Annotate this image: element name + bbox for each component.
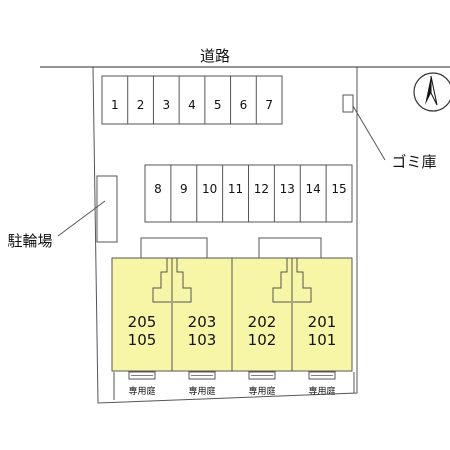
north-arrow-icon <box>425 75 438 106</box>
unit-number-lower: 102 <box>248 331 277 349</box>
parking-space-2: 2 <box>137 98 145 112</box>
road-label: 道路 <box>200 47 230 65</box>
parking-space-7: 7 <box>265 98 273 112</box>
site-boundary <box>92 66 358 404</box>
private-garden-label: 専用庭 <box>248 385 275 397</box>
garbage-storage-box <box>342 94 354 113</box>
parking-space-5: 5 <box>214 98 222 112</box>
parking-space-11: 11 <box>228 182 243 196</box>
parking-space-8: 8 <box>154 182 162 196</box>
parking-row-top: 1 2 3 4 5 6 7 <box>101 75 283 125</box>
parking-space-4: 4 <box>188 98 196 112</box>
bicycle-leader-line <box>57 200 106 237</box>
unit-number-lower: 101 <box>308 331 337 349</box>
parking-space-3: 3 <box>162 98 170 112</box>
unit-number-lower: 105 <box>128 331 157 349</box>
parking-row-middle: 8 9 10 11 12 13 14 15 <box>144 164 353 223</box>
parking-space-9: 9 <box>180 182 188 196</box>
garbage-storage-label: ゴミ庫 <box>391 153 436 171</box>
unit-number-upper: 205 <box>128 313 157 331</box>
unit-number-upper: 203 <box>188 313 217 331</box>
private-garden-103: 専用庭 <box>188 371 216 397</box>
private-garden-105: 専用庭 <box>128 371 156 397</box>
private-garden-101: 専用庭 <box>308 371 336 397</box>
unit-number-upper: 202 <box>248 313 277 331</box>
private-garden-label: 専用庭 <box>188 385 215 397</box>
parking-space-12: 12 <box>254 182 269 196</box>
compass <box>413 72 450 112</box>
parking-space-10: 10 <box>202 182 217 196</box>
private-gardens: 専用庭 専用庭 専用庭 専用庭 <box>128 371 336 397</box>
parking-space-15: 15 <box>331 182 346 196</box>
entrance-canopy-right <box>258 237 322 259</box>
parking-space-13: 13 <box>280 182 295 196</box>
parking-space-14: 14 <box>306 182 321 196</box>
unit-number-upper: 201 <box>308 313 337 331</box>
entrance-canopy-left <box>140 237 208 259</box>
garbage-leader-line <box>352 105 386 161</box>
parking-space-6: 6 <box>240 98 248 112</box>
bicycle-parking-label: 駐輪場 <box>7 232 52 250</box>
private-garden-102: 専用庭 <box>248 371 276 397</box>
bicycle-parking-area <box>96 175 118 243</box>
parking-space-1: 1 <box>111 98 119 112</box>
unit-number-lower: 103 <box>188 331 217 349</box>
private-garden-label: 専用庭 <box>128 385 155 397</box>
private-garden-label: 専用庭 <box>308 385 335 397</box>
